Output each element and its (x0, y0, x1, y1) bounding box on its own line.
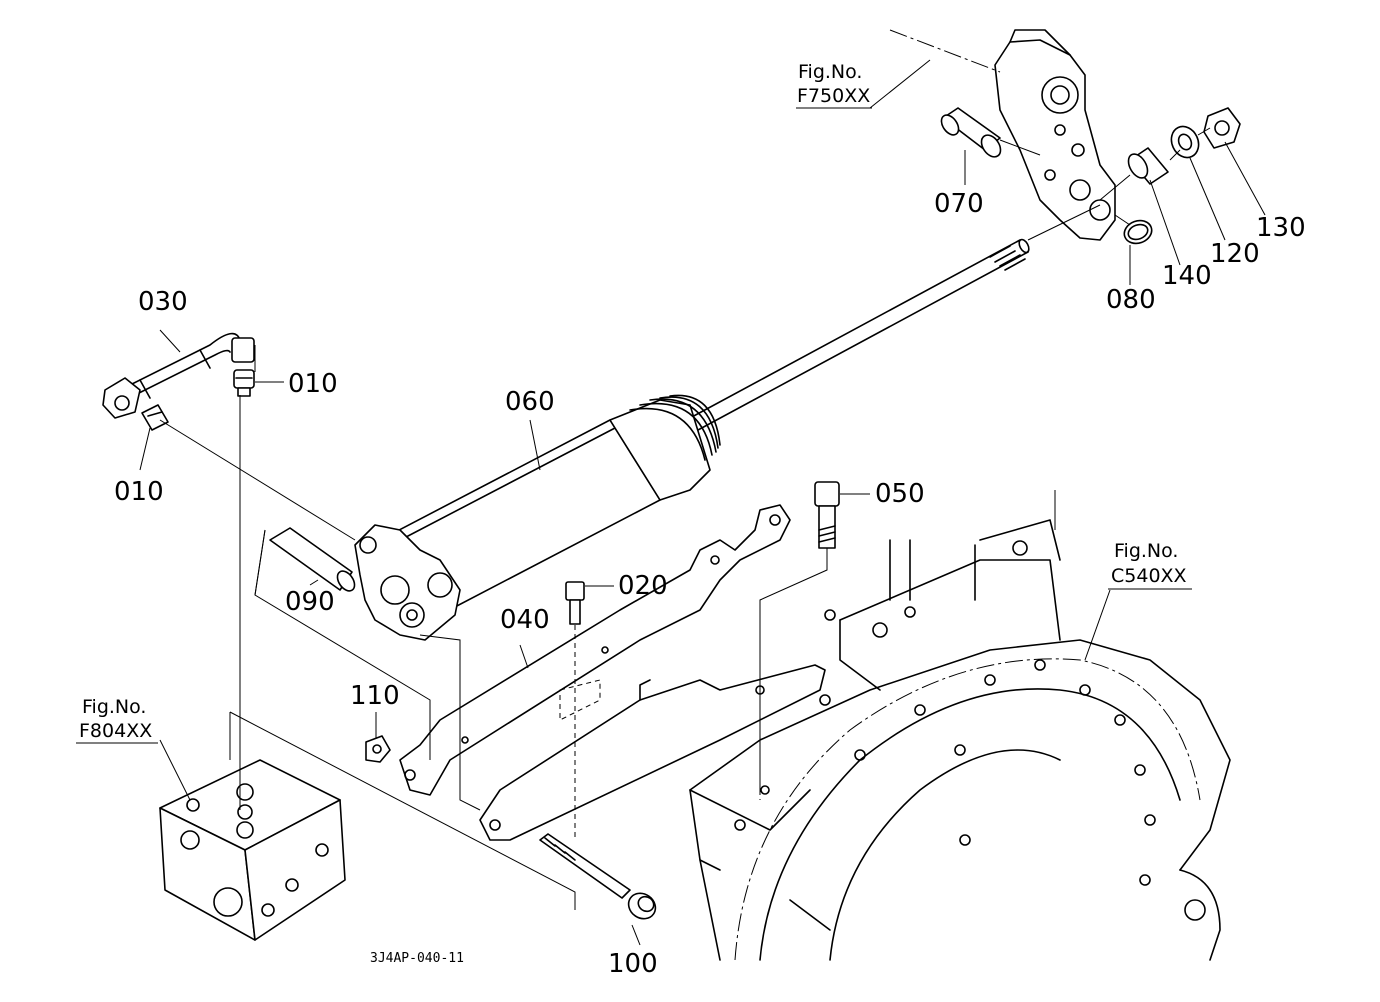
fig-label-f750: Fig.No. (798, 61, 862, 83)
figure-ref-f804: Fig.No. F804XX (76, 696, 158, 744)
callout-090: 090 (285, 587, 335, 617)
fitting-010-upper (233, 369, 255, 397)
callout-020: 020 (618, 571, 668, 601)
valve-block (159, 759, 346, 941)
bracket-040 (399, 504, 791, 796)
drawing-code: 3J4AP-040-11 (370, 951, 464, 966)
callout-060: 060 (505, 387, 555, 417)
washer-120 (1170, 125, 1200, 159)
callout-070: 070 (934, 189, 984, 219)
fig-code-f750: F750XX (797, 85, 870, 107)
callout-050: 050 (875, 479, 925, 509)
callout-080: 080 (1106, 285, 1156, 315)
hose-030 (102, 332, 255, 419)
callout-040: 040 (500, 605, 550, 635)
assembly-centerlines (159, 29, 1211, 910)
lift-arm (994, 29, 1116, 241)
transmission-housing (689, 490, 1231, 961)
callout-100: 100 (608, 949, 658, 979)
fig-code-c540: C540XX (1111, 565, 1187, 587)
fitting-010-lower (141, 404, 169, 431)
callout-010-lower: 010 (114, 477, 164, 507)
bolt-050 (814, 481, 840, 549)
callout-130: 130 (1256, 213, 1306, 243)
fig-label-f804: Fig.No. (82, 696, 146, 718)
callouts: 030 010 010 060 090 020 040 050 110 100 … (114, 189, 1306, 979)
pin-070 (940, 107, 1002, 158)
collar-140 (1127, 147, 1169, 185)
callout-120: 120 (1210, 239, 1260, 269)
callout-010-upper: 010 (288, 369, 338, 399)
callout-110: 110 (350, 681, 400, 711)
lower-plate (479, 664, 826, 841)
callout-030: 030 (138, 287, 188, 317)
bolt-100 (539, 833, 657, 920)
leader-lines (139, 59, 1266, 946)
fig-code-f804: F804XX (79, 720, 152, 742)
callout-140: 140 (1162, 261, 1212, 291)
nut-110 (365, 735, 391, 763)
figure-ref-c540: Fig.No. C540XX (1108, 540, 1192, 590)
pin-090 (269, 527, 356, 592)
bolt-020 (565, 581, 585, 625)
figure-ref-f750: Fig.No. F750XX (796, 61, 872, 109)
snap-ring-080 (1123, 219, 1153, 245)
cylinder-060 (354, 238, 1030, 641)
fig-label-c540: Fig.No. (1114, 540, 1178, 562)
